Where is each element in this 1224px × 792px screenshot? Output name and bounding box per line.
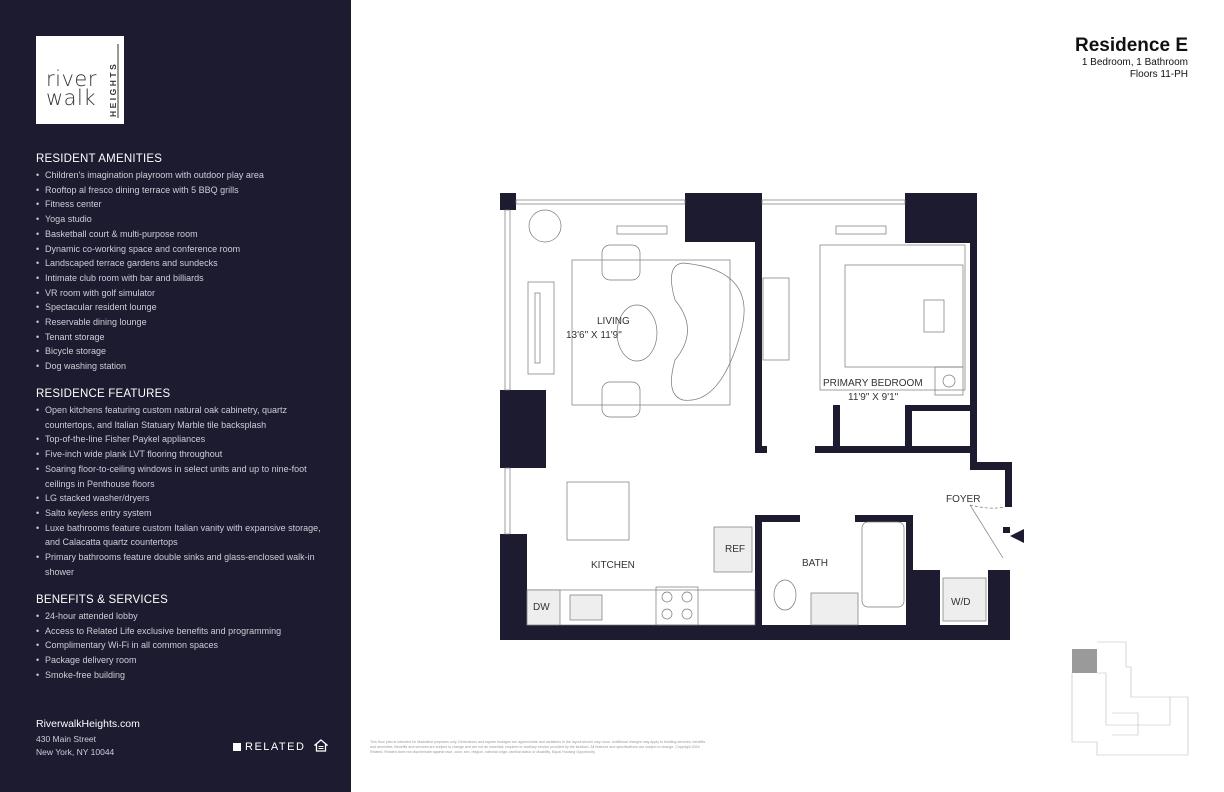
walls bbox=[500, 193, 1012, 640]
amenities-item: Dynamic co-working space and conference … bbox=[36, 242, 336, 257]
kitchen-label: KITCHEN bbox=[591, 560, 635, 571]
amenities-item: Spectacular resident lounge bbox=[36, 300, 336, 315]
entry-arrow-icon bbox=[1010, 529, 1024, 543]
amenities-item: Bicycle storage bbox=[36, 344, 336, 359]
residence-header: Residence E 1 Bedroom, 1 Bathroom Floors… bbox=[1075, 35, 1188, 81]
amenities-item: Rooftop al fresco dining terrace with 5 … bbox=[36, 183, 336, 198]
amenities-item: Basketball court & multi-purpose room bbox=[36, 227, 336, 242]
residence-floors: Floors 11-PH bbox=[1129, 69, 1188, 80]
address-line2: New York, NY 10044 bbox=[36, 747, 115, 757]
benefits-item: Access to Related Life exclusive benefit… bbox=[36, 624, 336, 639]
benefits-item: 24-hour attended lobby bbox=[36, 609, 336, 624]
wd-label: W/D bbox=[951, 597, 970, 608]
residence-name: Residence E bbox=[1075, 35, 1188, 56]
features-item: LG stacked washer/dryers bbox=[36, 491, 336, 506]
amenities-item: VR room with golf simulator bbox=[36, 286, 336, 301]
bedroom-label: PRIMARY BEDROOM bbox=[823, 378, 923, 389]
benefits-item: Smoke-free building bbox=[36, 668, 336, 683]
features-item: Five-inch wide plank LVT flooring throug… bbox=[36, 447, 336, 462]
bath-label: BATH bbox=[802, 558, 828, 569]
features-item: Luxe bathrooms feature custom Italian va… bbox=[36, 521, 336, 550]
dw-label: DW bbox=[533, 602, 550, 613]
related-logo: RELATED bbox=[233, 741, 305, 753]
windows-and-furniture bbox=[504, 199, 1006, 626]
amenities-section: RESIDENT AMENITIES Children's imaginatio… bbox=[36, 153, 336, 374]
amenities-item: Landscaped terrace gardens and sundecks bbox=[36, 256, 336, 271]
amenities-item: Tenant storage bbox=[36, 330, 336, 345]
features-item: Open kitchens featuring custom natural o… bbox=[36, 403, 336, 432]
address-line1: 430 Main Street bbox=[36, 734, 97, 744]
amenities-list: Children's imagination playroom with out… bbox=[36, 168, 336, 374]
amenities-heading: RESIDENT AMENITIES bbox=[36, 153, 163, 165]
features-item: Soaring floor-to-ceiling windows in sele… bbox=[36, 462, 336, 491]
living-size: 13'6" X 11'9" bbox=[566, 330, 622, 341]
features-section: RESIDENCE FEATURES Open kitchens featuri… bbox=[36, 388, 336, 579]
benefits-item: Complimentary Wi-Fi in all common spaces bbox=[36, 638, 336, 653]
amenities-item: Intimate club room with bar and billiard… bbox=[36, 271, 336, 286]
features-heading: RESIDENCE FEATURES bbox=[36, 388, 171, 400]
legal-disclaimer: This floor plan is intended for illustra… bbox=[370, 740, 706, 754]
amenities-item: Yoga studio bbox=[36, 212, 336, 227]
features-item: Top-of-the-line Fisher Paykel appliances bbox=[36, 432, 336, 447]
benefits-section: BENEFITS & SERVICES 24-hour attended lob… bbox=[36, 594, 336, 683]
equal-housing-icon bbox=[314, 739, 328, 752]
contact-footer: RiverwalkHeights.com 430 Main Street New… bbox=[36, 718, 140, 759]
amenities-item: Reservable dining lounge bbox=[36, 315, 336, 330]
living-label: LIVING bbox=[597, 316, 630, 327]
logo-line2: walk bbox=[46, 86, 97, 110]
features-list: Open kitchens featuring custom natural o… bbox=[36, 403, 336, 579]
features-item: Primary bathrooms feature double sinks a… bbox=[36, 550, 336, 579]
amenities-item: Children's imagination playroom with out… bbox=[36, 168, 336, 183]
features-item: Salto keyless entry system bbox=[36, 506, 336, 521]
benefits-heading: BENEFITS & SERVICES bbox=[36, 594, 169, 606]
developer-name: RELATED bbox=[245, 741, 306, 753]
key-plan bbox=[1071, 641, 1189, 756]
website-link[interactable]: RiverwalkHeights.com bbox=[36, 718, 140, 730]
amenities-item: Dog washing station bbox=[36, 359, 336, 374]
foyer-label: FOYER bbox=[946, 494, 980, 505]
amenities-item: Fitness center bbox=[36, 197, 336, 212]
benefits-item: Package delivery room bbox=[36, 653, 336, 668]
ref-label: REF bbox=[725, 544, 745, 555]
logo-line1: river bbox=[46, 67, 97, 91]
benefits-list: 24-hour attended lobbyAccess to Related … bbox=[36, 609, 336, 683]
residence-layout: 1 Bedroom, 1 Bathroom bbox=[1081, 57, 1188, 68]
bedroom-size: 11'9" X 9'1" bbox=[848, 392, 899, 403]
